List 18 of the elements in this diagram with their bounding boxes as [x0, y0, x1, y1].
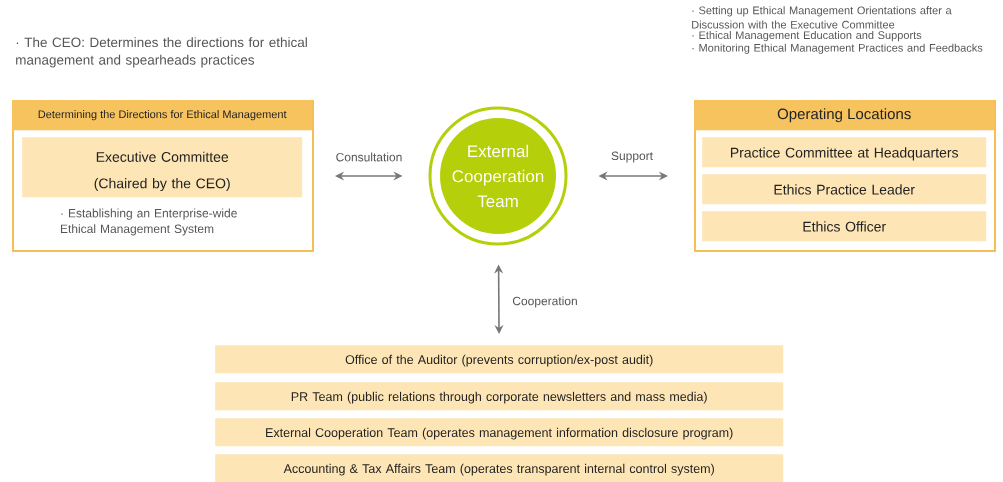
edge-label: Consultation: [336, 152, 402, 162]
text-box: Ethics Practice Leader: [702, 174, 987, 205]
text-box: Accounting & Tax Affairs Team (operates transparent internal control system): [215, 454, 784, 482]
text-box: Executive Committee (Chaired by the CEO): [22, 137, 303, 198]
panel-header: Determining the Directions for Ethical Management: [12, 100, 313, 131]
text-box: Office of the Auditor (prevents corruption/ex-post audit): [215, 345, 784, 374]
panel-header: Operating Locations: [694, 100, 995, 131]
text-box: Practice Committee at Headquarters: [702, 137, 987, 168]
text-box: PR Team (public relations through corporate newsletters and mass media): [215, 382, 784, 411]
text-box: External Cooperation Team (operates management information disclosure program): [215, 418, 784, 447]
note-text: · The CEO: Determines the directions for ethical management and spearheads practices: [16, 37, 307, 68]
note-text: · Ethical Management Education and Supports: [692, 31, 922, 42]
text-box: Ethics Officer: [702, 211, 987, 242]
edge-label: Support: [611, 151, 653, 163]
note-text: · Monitoring Ethical Management Practices and Feedbacks: [692, 43, 983, 54]
note-text: · Setting up Ethical Management Orientations after a Discussion with the Executive Committee: [692, 6, 952, 29]
bullet-text: · Establishing an Enterprise-wide Ethical Management System: [61, 208, 237, 236]
edge-label: Cooperation: [512, 296, 577, 308]
